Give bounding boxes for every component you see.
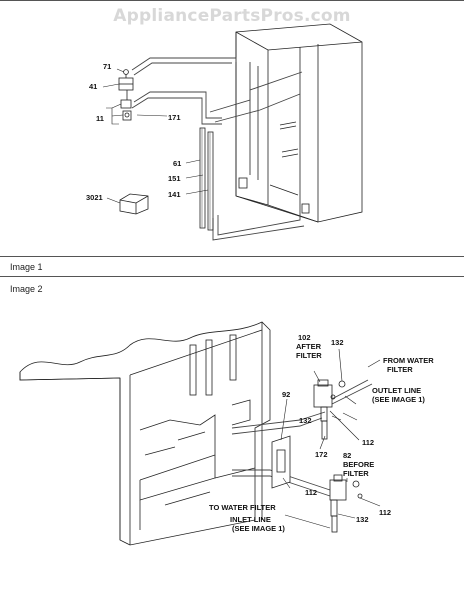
callout-112-right: 112 [379,508,391,517]
image1-leaders [102,68,209,204]
watermark: AppliancePartsPros.com [113,6,351,26]
bracket-92 [271,435,291,489]
callout-92: 92 [282,390,290,399]
callout-102: 102 [298,333,311,342]
refrigerator-cabinet [235,23,363,223]
divider-image2-top [0,276,464,277]
top-border [0,0,464,1]
callout-11: 11 [96,114,104,123]
image2-drawing [19,321,381,546]
callout-82: 82 [343,451,351,460]
callout-before: BEFORE [343,460,374,469]
image2-label: Image 2 [10,284,43,294]
callout-before-filter: FILTER [343,469,369,478]
divider-image1-top [0,256,464,257]
image1-drawing [102,23,363,241]
callout-132-mid: 132 [299,416,312,425]
callout-112-upper: 112 [362,438,374,447]
callout-3021: 3021 [86,193,103,202]
callout-see-image1-inlet: (SEE IMAGE 1) [232,524,285,533]
callout-to-water-filter: TO WATER FILTER [209,503,276,512]
part-3021-box [119,193,149,215]
callout-151: 151 [168,174,181,183]
callout-132-bottom: 132 [356,515,369,524]
filter-head-before [329,474,363,533]
callout-71: 71 [103,62,111,71]
callout-141: 141 [168,190,181,199]
callout-after-filter: FILTER [296,351,322,360]
callout-171: 171 [168,113,181,122]
callout-outlet-line: OUTLET LINE [372,386,421,395]
callout-see-image1-outlet: (SEE IMAGE 1) [372,395,425,404]
callout-from-water-filter: FILTER [387,365,413,374]
cabinet-back [19,321,271,546]
valve-assembly [118,69,134,121]
tube-assembly [199,127,214,231]
callout-from-water: FROM WATER [383,356,434,365]
filter-head-after [313,379,346,440]
callout-after: AFTER [296,342,322,351]
callout-112-lower: 112 [305,488,317,497]
callout-inlet-line: INLET LINE [230,515,271,524]
image1-label: Image 1 [10,262,43,272]
callout-61: 61 [173,159,181,168]
callout-41: 41 [89,82,97,91]
callout-172: 172 [315,450,328,459]
image2-leaders [280,348,381,529]
callout-132-top: 132 [331,338,344,347]
